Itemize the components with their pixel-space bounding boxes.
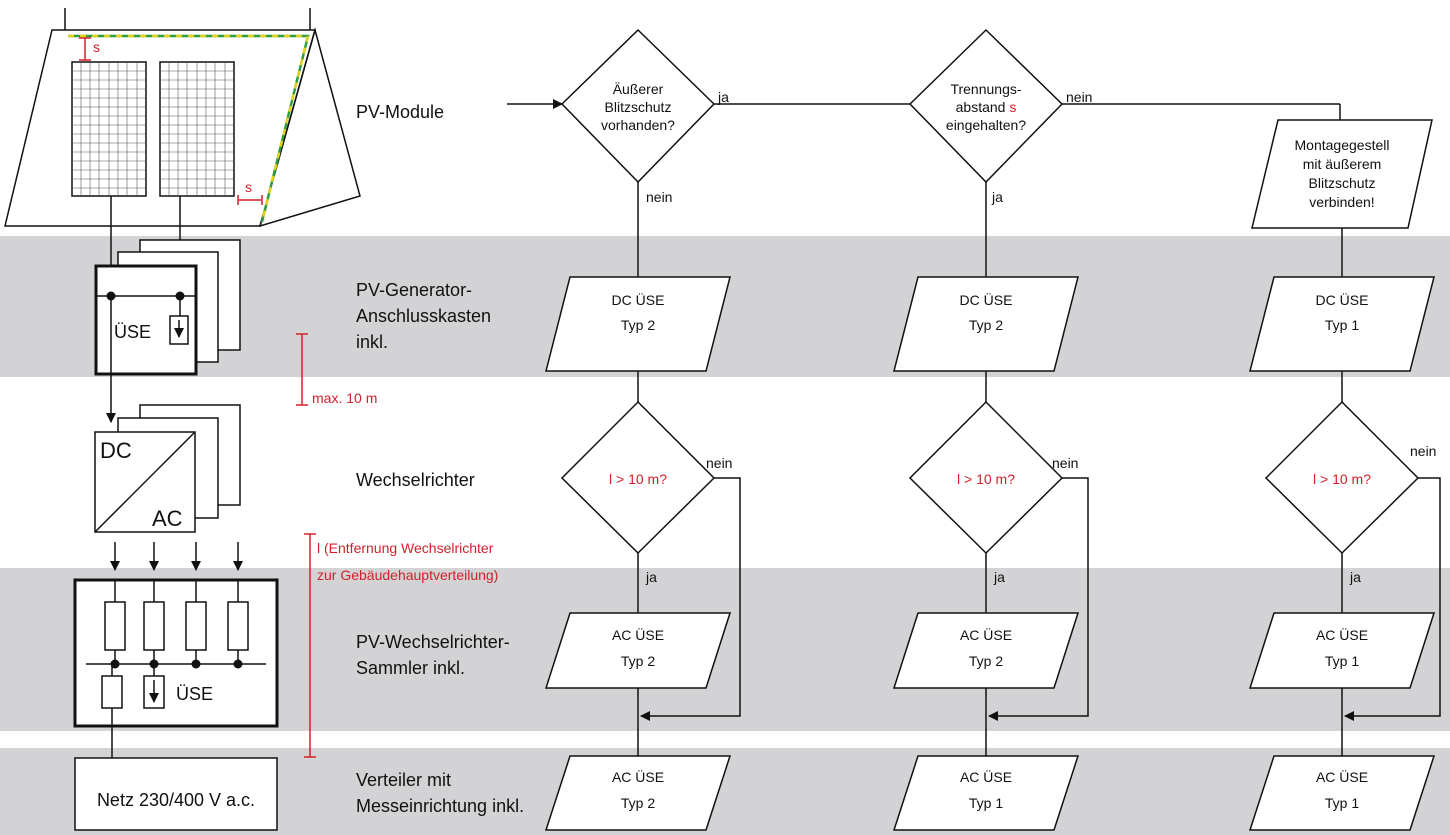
yes-label-sep: ja xyxy=(991,189,1003,205)
column-2: DC ÜSE Typ 2 l > 10 m? nein ja AC ÜSE Ty… xyxy=(892,182,1089,831)
col1-yes: ja xyxy=(645,569,657,585)
spd-label-1: ÜSE xyxy=(114,322,151,342)
decision-sep-line1: Trennungs- xyxy=(950,81,1021,97)
col2-ac2-line2: Typ 1 xyxy=(969,795,1003,811)
col1-ac2-line1: AC ÜSE xyxy=(612,768,664,785)
column-3: DC ÜSE Typ 1 l > 10 m? nein ja AC ÜSE Ty… xyxy=(1248,228,1441,831)
generator-box-icon: ÜSE xyxy=(94,239,241,423)
col2-ac2-line1: AC ÜSE xyxy=(960,768,1012,785)
col2-ac1-line1: AC ÜSE xyxy=(960,626,1012,643)
decision-sep-s: s xyxy=(1009,99,1016,115)
label-generator-2: Anschlusskasten xyxy=(356,306,491,326)
col3-ac2-line1: AC ÜSE xyxy=(1316,768,1368,785)
no-label-lps: nein xyxy=(646,189,672,205)
col3-ac2-line2: Typ 1 xyxy=(1325,795,1359,811)
col2-cond: l > 10 m? xyxy=(957,471,1015,487)
col1-dc-line2: Typ 2 xyxy=(621,317,655,333)
col1-cond: l > 10 m? xyxy=(609,471,667,487)
connect-box: Montagegestell mit äußerem Blitzschutz v… xyxy=(1251,119,1433,229)
spd-label-2: ÜSE xyxy=(176,684,213,704)
connect-line1: Montagegestell xyxy=(1295,137,1390,153)
grid-box: Netz 230/400 V a.c. xyxy=(74,757,278,831)
col3-ac1-line2: Typ 1 xyxy=(1325,653,1359,669)
connect-line4: verbinden! xyxy=(1309,194,1374,210)
connect-line3: Blitzschutz xyxy=(1309,175,1376,191)
label-distributor-2: Messeinrichtung inkl. xyxy=(356,796,524,816)
col1-no: nein xyxy=(706,455,732,471)
col1-dc-line1: DC ÜSE xyxy=(612,291,665,308)
decision-sep-word: abstand xyxy=(956,99,1006,115)
distance-label-2: zur Gebäudehauptverteilung) xyxy=(317,567,498,583)
s-marker-top: s xyxy=(93,39,100,55)
decision-lps-line3: vorhanden? xyxy=(601,117,675,133)
col3-cond: l > 10 m? xyxy=(1313,471,1371,487)
dimension-max10: max. 10 m xyxy=(296,333,377,406)
col1-ac1-line1: AC ÜSE xyxy=(612,626,664,643)
label-collector-1: PV-Wechselrichter- xyxy=(356,632,510,652)
decision-lps-line2: Blitzschutz xyxy=(605,99,672,115)
decision-sep-line2: abstand s xyxy=(956,99,1017,115)
col3-ac1-line1: AC ÜSE xyxy=(1316,626,1368,643)
label-distributor-1: Verteiler mit xyxy=(356,770,451,790)
col3-no: nein xyxy=(1410,443,1436,459)
decision-lps-line1: Äußerer xyxy=(613,81,664,97)
label-generator-1: PV-Generator- xyxy=(356,280,472,300)
dc-label: DC xyxy=(100,438,132,463)
col3-yes: ja xyxy=(1349,569,1361,585)
decision-separation: Trennungs- abstand s eingehalten? xyxy=(908,28,1064,184)
pv-module-2 xyxy=(159,61,235,197)
decision-lps: Äußerer Blitzschutz vorhanden? xyxy=(560,28,716,184)
col2-dc-line1: DC ÜSE xyxy=(960,291,1013,308)
dimension-distance: l (Entfernung Wechselrichter zur Gebäude… xyxy=(304,533,498,758)
band-generator xyxy=(0,236,1450,377)
decision-sep-line3: eingehalten? xyxy=(946,117,1026,133)
no-label-sep: nein xyxy=(1066,89,1092,105)
ac-label: AC xyxy=(152,506,183,531)
max10-label: max. 10 m xyxy=(312,390,377,406)
label-generator-3: inkl. xyxy=(356,332,388,352)
column-1: DC ÜSE Typ 2 l > 10 m? nein ja AC ÜSE Ty… xyxy=(544,182,741,831)
s-marker-side: s xyxy=(245,179,252,195)
roof-illustration: s s xyxy=(4,8,361,296)
col2-ac1-line2: Typ 2 xyxy=(969,653,1003,669)
col2-no: nein xyxy=(1052,455,1078,471)
col2-dc-line2: Typ 2 xyxy=(969,317,1003,333)
label-inverter: Wechselrichter xyxy=(356,470,475,490)
col1-ac1-line2: Typ 2 xyxy=(621,653,655,669)
label-pv-module: PV-Module xyxy=(356,102,444,122)
collector-box-icon: ÜSE xyxy=(73,578,279,758)
yes-label-lps: ja xyxy=(717,89,729,105)
col1-ac2-line2: Typ 2 xyxy=(621,795,655,811)
col3-dc-line1: DC ÜSE xyxy=(1316,291,1369,308)
pv-module-1 xyxy=(71,61,147,197)
label-collector-2: Sammler inkl. xyxy=(356,658,465,678)
connect-line2: mit äußerem xyxy=(1303,156,1382,172)
grid-label: Netz 230/400 V a.c. xyxy=(97,790,255,810)
distance-label-1: l (Entfernung Wechselrichter xyxy=(317,540,494,556)
col3-dc-line2: Typ 1 xyxy=(1325,317,1359,333)
inverter-icon: DC AC xyxy=(94,404,243,571)
col2-yes: ja xyxy=(993,569,1005,585)
